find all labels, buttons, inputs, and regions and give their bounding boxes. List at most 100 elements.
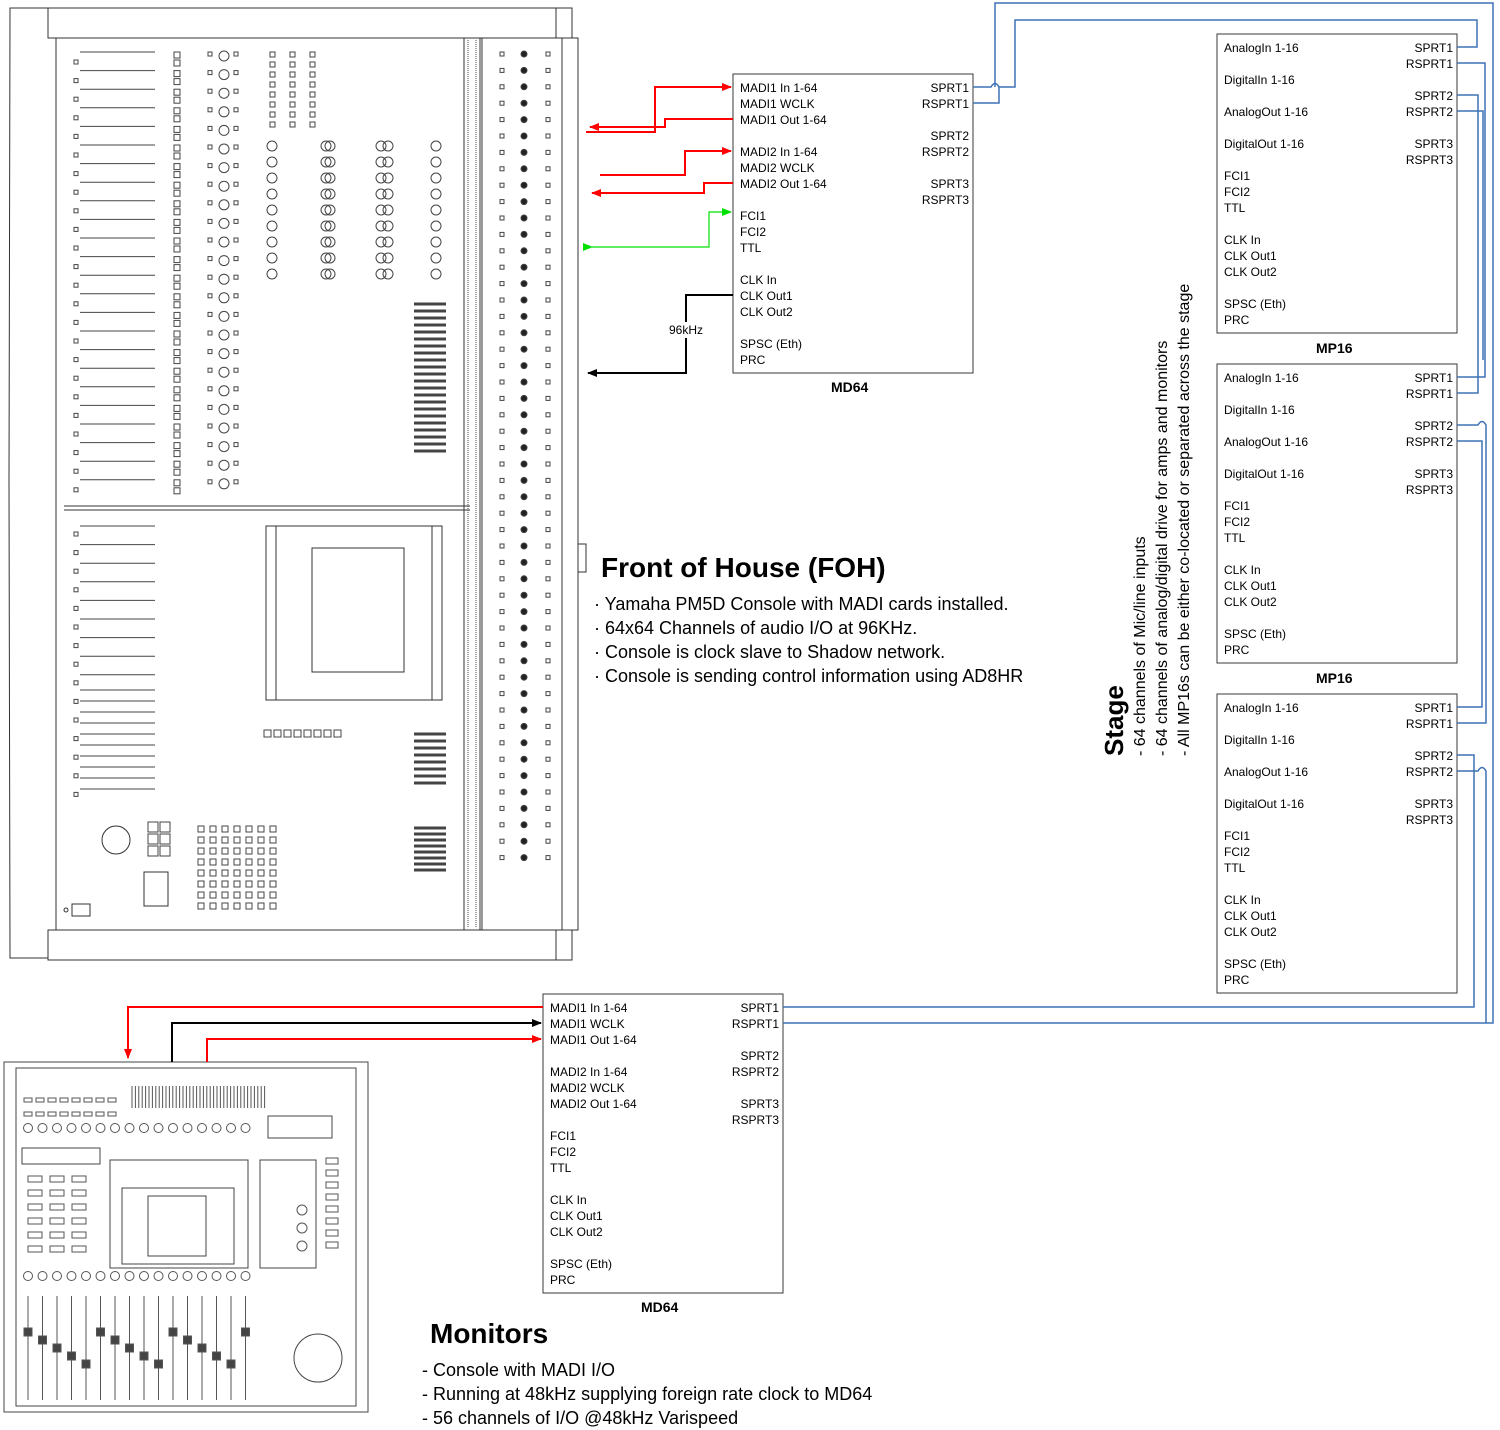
monitor-console-drawing (3, 1061, 369, 1413)
foh-heading: Front of House (FOH) (601, 552, 886, 583)
port-label: SPRT1 (1414, 371, 1453, 385)
port-label: RSPRT2 (1405, 435, 1453, 449)
port-label: TTL (1224, 201, 1246, 215)
port-label: DigitalOut 1-16 (1224, 467, 1305, 481)
port-label: AnalogOut 1-16 (1224, 765, 1309, 779)
mon-md64-box (542, 993, 784, 1294)
port-label: SPSC (Eth) (740, 337, 803, 351)
port-label (1224, 120, 1308, 136)
port-label: MADI2 Out 1-64 (740, 177, 827, 191)
port-label: AnalogIn 1-16 (1224, 701, 1299, 715)
port-label: MADI1 WCLK (740, 97, 815, 111)
port-label: SPSC (Eth) (550, 1257, 613, 1271)
port-label: MADI1 Out 1-64 (740, 113, 827, 127)
port-label: SPRT1 (1414, 41, 1453, 55)
note-line: · Console is clock slave to Shadow netwo… (594, 642, 946, 662)
mp16-2-box (1216, 363, 1458, 664)
mp16-1-box (1216, 33, 1458, 334)
port-label: PRC (550, 1273, 576, 1287)
mp16-1-left-ports: AnalogIn 1-16 DigitalIn 1-16 AnalogOut 1… (1224, 40, 1308, 328)
mp16-3-left-ports: AnalogIn 1-16 DigitalIn 1-16 AnalogOut 1… (1224, 700, 1308, 988)
port-label: SPRT3 (740, 1097, 779, 1111)
port-label: MADI2 WCLK (740, 161, 815, 175)
port-label (732, 1032, 779, 1048)
note-line: · Yamaha PM5D Console with MADI cards in… (594, 594, 1009, 614)
port-label: TTL (1224, 531, 1246, 545)
port-label (1224, 780, 1308, 796)
port-label: SPRT3 (1414, 137, 1453, 151)
port-label (550, 1112, 637, 1128)
port-label: FCI1 (1224, 499, 1251, 513)
port-label: PRC (1224, 313, 1250, 327)
fci-cable (583, 208, 732, 251)
port-label: RSPRT3 (921, 193, 969, 207)
note-line: - Running at 48kHz supplying foreign rat… (422, 1384, 873, 1404)
note-line: · 64x64 Channels of audio I/O at 96KHz. (594, 618, 918, 638)
clock-rate-label: 96kHz (669, 323, 703, 337)
port-label (1224, 716, 1308, 732)
port-label: CLK Out1 (1224, 909, 1277, 923)
monitors-heading: Monitors (430, 1318, 549, 1349)
port-label: SPRT2 (930, 129, 969, 143)
port-label (1224, 546, 1308, 562)
port-label: SPRT3 (1414, 797, 1453, 811)
mon-clock-cable (171, 1019, 542, 1062)
port-label: TTL (550, 1161, 572, 1175)
port-label: DigitalOut 1-16 (1224, 797, 1305, 811)
port-label: CLK Out1 (1224, 249, 1277, 263)
port-label: FCI1 (740, 209, 767, 223)
port-label: SPSC (Eth) (1224, 297, 1287, 311)
port-label: RSPRT3 (731, 1113, 779, 1127)
stage-notes: Stage - 64 channels of Mic/line inputs- … (1098, 284, 1196, 756)
monitors-notes: - Console with MADI I/O- Running at 48kH… (422, 1358, 872, 1430)
foh-md64-title: MD64 (831, 379, 869, 395)
mp16-3-box (1216, 693, 1458, 994)
monitor-console-details (23, 1086, 339, 1400)
port-label: TTL (740, 241, 762, 255)
port-label (740, 192, 827, 208)
port-label: RSPRT1 (1405, 57, 1453, 71)
mon-madi-in-cable (124, 1006, 543, 1059)
port-label: FCI2 (1224, 845, 1251, 859)
port-label: SPRT3 (1414, 467, 1453, 481)
port-label: FCI2 (1224, 185, 1251, 199)
port-label: FCI1 (1224, 829, 1251, 843)
port-label: RSPRT1 (1405, 717, 1453, 731)
port-label: SPRT1 (930, 81, 969, 95)
port-label: CLK Out1 (1224, 579, 1277, 593)
port-label: CLK Out2 (1224, 595, 1277, 609)
port-label: SPRT2 (740, 1049, 779, 1063)
madi1-out-cable (589, 118, 733, 131)
port-label: DigitalIn 1-16 (1224, 403, 1295, 417)
port-label (1224, 876, 1308, 892)
port-label: CLK In (740, 273, 777, 287)
foh-console-drawing (8, 7, 587, 961)
port-label: RSPRT2 (1405, 105, 1453, 119)
port-label: RSPRT2 (1405, 765, 1453, 779)
port-label: SPRT2 (1414, 749, 1453, 763)
port-label (550, 1176, 637, 1192)
mp16-2-title: MP16 (1316, 670, 1353, 686)
port-label: RSPRT3 (1405, 153, 1453, 167)
port-label: MADI1 In 1-64 (550, 1001, 628, 1015)
port-label: AnalogOut 1-16 (1224, 435, 1309, 449)
port-label (550, 1240, 637, 1256)
mp16-2-left-ports: AnalogIn 1-16 DigitalIn 1-16 AnalogOut 1… (1224, 370, 1308, 658)
port-label: RSPRT3 (1405, 483, 1453, 497)
port-label (1406, 120, 1453, 136)
port-label: CLK Out2 (1224, 265, 1277, 279)
port-label: DigitalIn 1-16 (1224, 73, 1295, 87)
port-label (1224, 88, 1308, 104)
port-label: AnalogIn 1-16 (1224, 371, 1299, 385)
port-label (740, 256, 827, 272)
port-label (1406, 780, 1453, 796)
clock-cable (587, 294, 733, 377)
port-label: CLK In (1224, 233, 1261, 247)
port-label: MADI1 In 1-64 (740, 81, 818, 95)
port-label (1224, 216, 1308, 232)
port-label: SPSC (Eth) (1224, 957, 1287, 971)
port-label (922, 112, 969, 128)
